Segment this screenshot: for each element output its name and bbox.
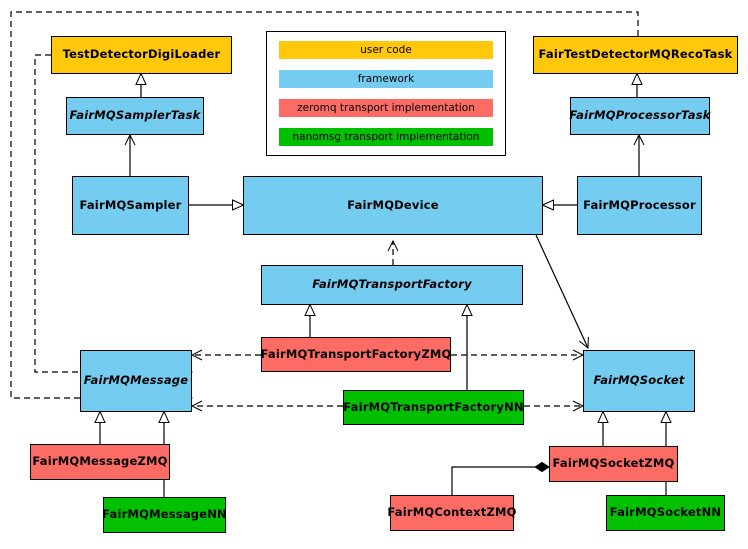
class-node-FairMQTransportFactory[interactable]: FairMQTransportFactory xyxy=(261,265,523,305)
class-node-FairTestDetectorMQRecoTask[interactable]: FairTestDetectorMQRecoTask xyxy=(533,36,738,74)
class-node-FairMQMessage[interactable]: FairMQMessage xyxy=(80,350,192,412)
legend-label-nanomsg: nanomsg transport implementation xyxy=(292,131,480,143)
class-node-FairMQSocketNN[interactable]: FairMQSocketNN xyxy=(606,495,725,531)
legend-label-zeromq: zeromq transport implementation xyxy=(297,102,475,114)
class-node-label: TestDetectorDigiLoader xyxy=(62,47,221,62)
class-node-label: FairTestDetectorMQRecoTask xyxy=(538,47,733,62)
class-node-label: FairMQSocketZMQ xyxy=(552,456,675,471)
class-node-label: FairMQContextZMQ xyxy=(387,505,517,520)
class-node-FairMQSocket[interactable]: FairMQSocket xyxy=(583,350,695,412)
class-node-TestDetectorDigiLoader[interactable]: TestDetectorDigiLoader xyxy=(51,36,232,74)
class-node-label: FairMQDevice xyxy=(347,197,439,212)
class-node-FairMQMessageNN[interactable]: FairMQMessageNN xyxy=(102,497,227,533)
class-node-label: FairMQSampler xyxy=(79,197,182,212)
class-node-FairMQTransportFactoryNN[interactable]: FairMQTransportFactoryNN xyxy=(343,390,524,425)
class-node-label: FairMQSocket xyxy=(593,373,685,388)
class-node-FairMQProcessorTask[interactable]: FairMQProcessorTask xyxy=(569,97,711,135)
legend-item-framework: framework xyxy=(279,70,493,88)
class-node-label: FairMQMessageNN xyxy=(102,507,227,522)
class-node-label: FairMQSamplerTask xyxy=(69,108,201,123)
class-node-FairMQProcessor[interactable]: FairMQProcessor xyxy=(577,176,702,235)
class-node-label: FairMQProcessorTask xyxy=(569,108,711,123)
class-node-FairMQContextZMQ[interactable]: FairMQContextZMQ xyxy=(387,495,517,531)
class-node-FairMQSampler[interactable]: FairMQSampler xyxy=(72,176,189,235)
class-node-FairMQTransportFactoryZMQ[interactable]: FairMQTransportFactoryZMQ xyxy=(261,337,451,372)
legend-label-user-code: user code xyxy=(360,44,412,56)
class-node-label: FairMQSocketNN xyxy=(609,505,722,520)
class-node-FairMQMessageZMQ[interactable]: FairMQMessageZMQ xyxy=(30,444,170,480)
class-node-label: FairMQTransportFactory xyxy=(312,277,472,292)
legend-item-zeromq: zeromq transport implementation xyxy=(279,99,493,117)
legend-item-nanomsg: nanomsg transport implementation xyxy=(279,128,493,146)
legend-item-user-code: user code xyxy=(279,41,493,59)
class-node-FairMQSocketZMQ[interactable]: FairMQSocketZMQ xyxy=(549,446,678,482)
class-node-label: FairMQMessageZMQ xyxy=(32,454,168,469)
legend-panel: user code framework zeromq transport imp… xyxy=(266,31,506,156)
class-node-FairMQSamplerTask[interactable]: FairMQSamplerTask xyxy=(66,97,204,135)
class-node-label: FairMQMessage xyxy=(83,373,189,388)
class-node-FairMQDevice[interactable]: FairMQDevice xyxy=(243,176,543,235)
class-node-label: FairMQTransportFactoryNN xyxy=(343,399,524,414)
class-node-label: FairMQTransportFactoryZMQ xyxy=(260,346,452,361)
edge-device-socket xyxy=(535,234,588,348)
class-node-label: FairMQProcessor xyxy=(583,197,696,212)
legend-label-framework: framework xyxy=(357,73,415,85)
